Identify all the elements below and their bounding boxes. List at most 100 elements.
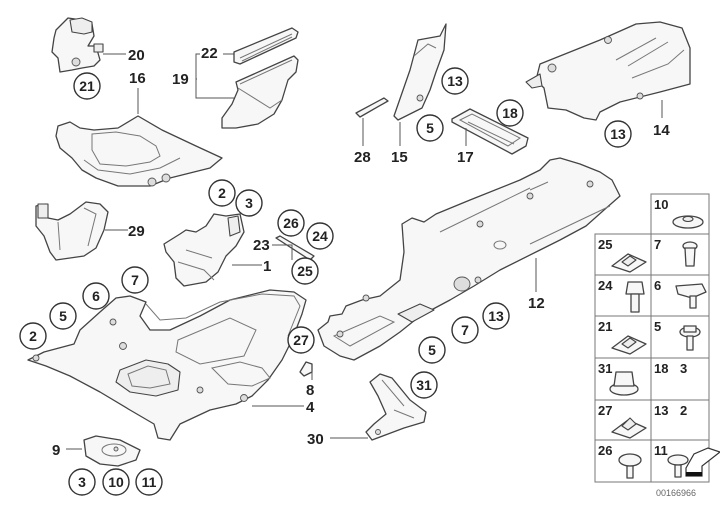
grid-cell-25[interactable] (594, 233, 652, 276)
part-12-rear-shield[interactable] (317, 157, 621, 361)
callout-27-badge: 27 (287, 326, 315, 354)
callout-8: 8 (306, 382, 314, 399)
grid-label-24: 24 (598, 278, 613, 293)
callout-31: 31 (416, 377, 432, 393)
grid-cell-7[interactable] (650, 233, 710, 276)
callout-9: 9 (52, 442, 60, 459)
washer-screw-icon (667, 454, 689, 478)
callout-5-top: 5 (426, 120, 434, 136)
hex-collar-nut-icon (609, 371, 639, 396)
callout-19: 19 (172, 71, 189, 88)
callout-13c-badge: 13 (482, 302, 510, 330)
part-15-bracket[interactable] (393, 23, 447, 121)
callout-17: 17 (457, 149, 474, 166)
callout-16: 16 (129, 70, 146, 87)
grid-label-5: 5 (654, 319, 661, 334)
callout-3b-badge: 3 (68, 468, 96, 496)
callout-25: 25 (297, 263, 313, 279)
callout-28: 28 (354, 149, 371, 166)
washer-icon (672, 215, 704, 229)
callout-26-badge: 26 (277, 209, 305, 237)
leader-line (272, 244, 293, 260)
part-30-bracket[interactable] (365, 373, 427, 441)
callout-11: 11 (142, 474, 157, 490)
callout-5b-badge: 5 (49, 302, 77, 330)
callout-1: 1 (263, 258, 271, 275)
callout-13-bottom: 13 (488, 308, 504, 324)
callout-5-left: 5 (59, 308, 67, 324)
callout-3a-badge: 3 (235, 189, 263, 217)
callout-13-right: 13 (610, 126, 626, 142)
part-29-duct[interactable] (35, 201, 109, 261)
callout-5a-badge: 5 (416, 114, 444, 142)
callout-18: 18 (502, 105, 518, 121)
callout-31-badge: 31 (410, 371, 438, 399)
document-number: 00166966 (656, 488, 696, 498)
clip-nut-icon (611, 417, 647, 439)
grid-label-25: 25 (598, 237, 612, 252)
part-20-21-bracket[interactable] (51, 17, 104, 73)
callout-6-badge: 6 (82, 282, 110, 310)
callout-7b-badge: 7 (451, 316, 479, 344)
grid-label-3: 3 (680, 361, 687, 376)
grid-label-31: 31 (598, 361, 612, 376)
callout-30: 30 (307, 431, 324, 448)
callout-15: 15 (391, 149, 408, 166)
callout-21: 21 (79, 78, 95, 94)
callout-11-badge: 11 (135, 468, 163, 496)
expanding-rivet-icon (682, 241, 698, 267)
part-22-grille[interactable] (233, 27, 299, 65)
grid-label-13: 13 (654, 403, 668, 418)
part-16-shield[interactable] (55, 115, 223, 187)
grid-label-21: 21 (598, 319, 612, 334)
callout-6: 6 (92, 288, 100, 304)
callout-12: 12 (528, 295, 545, 312)
part-14-cover[interactable] (525, 21, 691, 121)
callout-2-left: 2 (29, 328, 37, 344)
grid-cell-6[interactable] (650, 274, 710, 317)
grid-label-6: 6 (654, 278, 661, 293)
callout-13a-badge: 13 (441, 67, 469, 95)
callout-3-center: 3 (245, 195, 253, 211)
part-4-front-shield[interactable] (27, 289, 307, 441)
callout-22: 22 (201, 45, 218, 62)
part-28-strip[interactable] (355, 97, 389, 118)
callout-23: 23 (253, 237, 270, 254)
grid-label-10: 10 (654, 197, 668, 212)
direction-arrow-icon (685, 447, 720, 477)
callout-4: 4 (306, 399, 315, 416)
grid-label-26: 26 (598, 443, 612, 458)
callout-3-bottom: 3 (78, 474, 86, 490)
part-1-bracket[interactable] (163, 213, 245, 287)
clip-nut-icon (611, 253, 647, 273)
bracket-clip-icon (675, 283, 707, 309)
callout-24-badge: 24 (306, 222, 334, 250)
washer-screw-icon (618, 453, 642, 479)
part-19-duct[interactable] (221, 55, 299, 129)
part-23-strip[interactable] (275, 235, 315, 261)
part-9-cover[interactable] (83, 435, 141, 467)
grid-cell-3[interactable] (650, 357, 710, 401)
callout-7-right: 7 (461, 322, 469, 338)
callout-29: 29 (128, 223, 145, 240)
grid-cell-5[interactable] (650, 315, 710, 359)
callout-7-left: 7 (131, 272, 139, 288)
callout-5-right: 5 (428, 342, 436, 358)
grid-label-2: 2 (680, 403, 687, 418)
callout-18-badge: 18 (496, 99, 524, 127)
bracket-leader (195, 53, 234, 99)
callout-2a-badge: 2 (208, 179, 236, 207)
callout-26: 26 (283, 215, 299, 231)
part-8-clip[interactable] (299, 361, 313, 377)
callout-14: 14 (653, 122, 670, 139)
callout-7a-badge: 7 (121, 266, 149, 294)
part-17-plate[interactable] (451, 108, 529, 155)
callout-10-badge: 10 (102, 468, 130, 496)
callout-21-badge: 21 (73, 72, 101, 100)
clip-nut-icon (611, 335, 647, 355)
callout-10: 10 (108, 474, 124, 490)
grid-label-27: 27 (598, 403, 612, 418)
collar-screw-icon (679, 325, 701, 351)
callout-27: 27 (293, 332, 309, 348)
